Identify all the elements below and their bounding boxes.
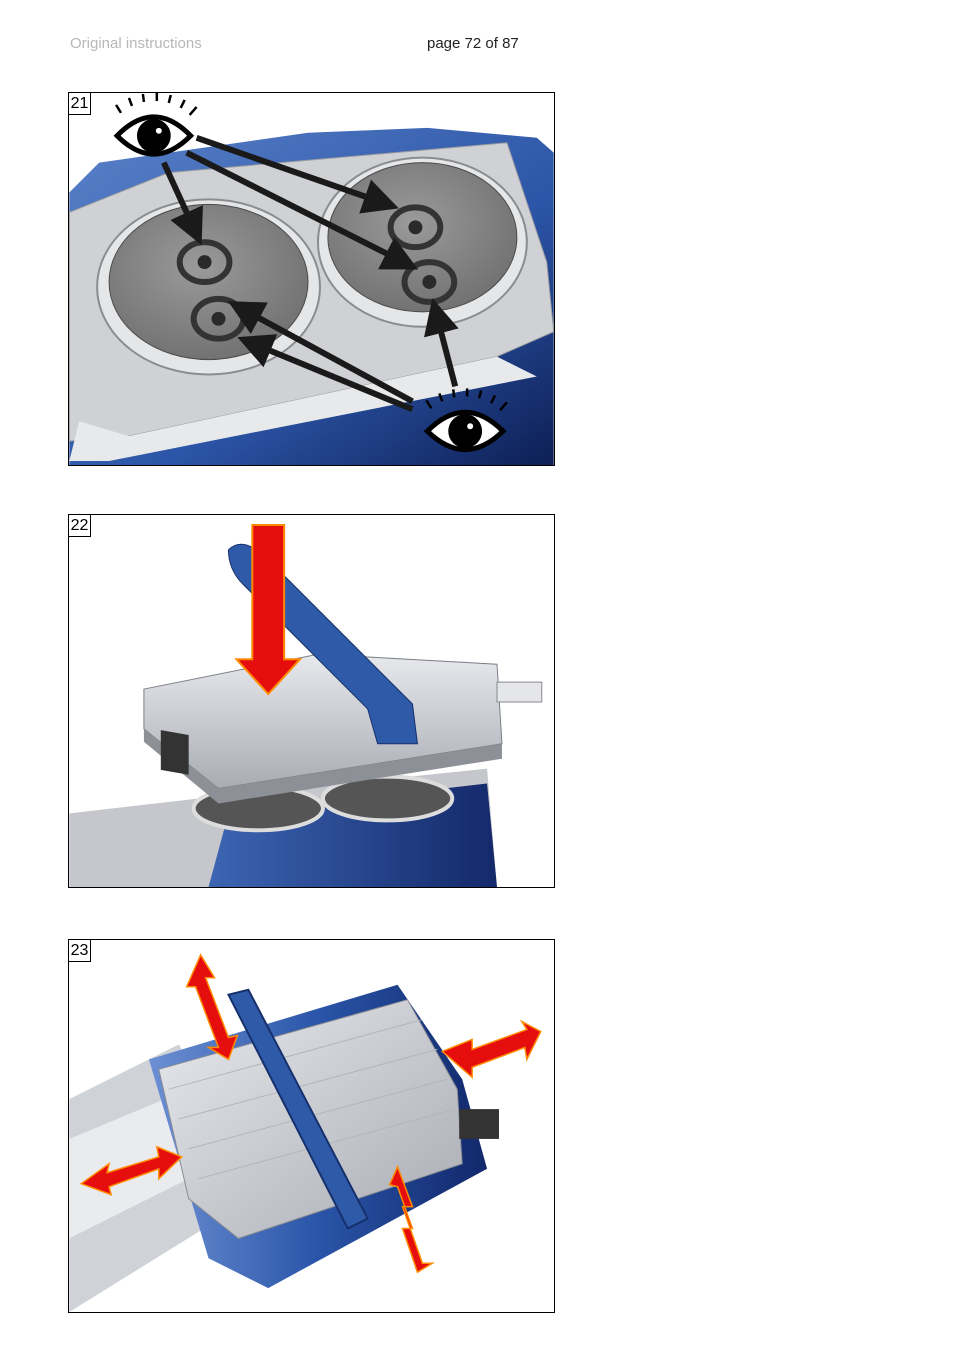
figure-23-illustration (69, 940, 554, 1312)
document-title: Original instructions (70, 35, 202, 52)
figure-22: 22 (68, 514, 555, 888)
figure-21: 21 (68, 92, 555, 466)
figure-21-illustration (69, 93, 554, 465)
figure-number: 23 (69, 940, 91, 962)
eye-icon (116, 93, 197, 154)
red-double-arrow (442, 1022, 540, 1078)
figure-22-illustration (69, 515, 554, 887)
figure-number: 21 (69, 93, 91, 115)
figure-23: 23 (68, 939, 555, 1313)
page-number: page 72 of 87 (427, 35, 519, 52)
figure-number: 22 (69, 515, 91, 537)
